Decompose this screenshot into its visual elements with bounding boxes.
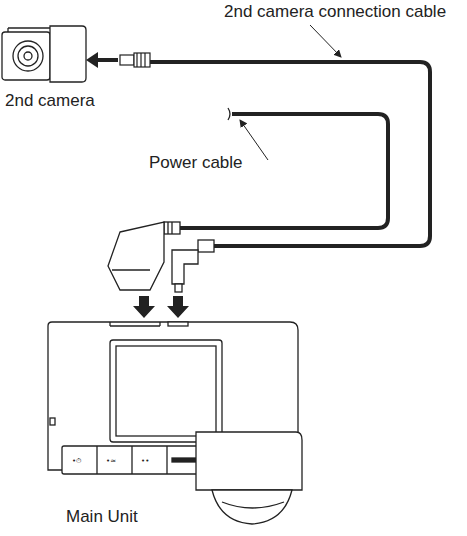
svg-text:••: •• — [141, 457, 149, 465]
svg-text:•≈: •≈ — [106, 457, 116, 465]
insert-arrow — [167, 296, 189, 318]
insert-arrow — [133, 296, 155, 318]
callout-label: 2nd camera connection cable — [222, 3, 448, 22]
power-connector — [108, 222, 180, 290]
leader-line — [310, 25, 341, 57]
insert-arrow — [86, 52, 118, 68]
main-unit — [48, 322, 302, 524]
part-name: 2nd camera — [3, 92, 97, 111]
part-name: Main Unit — [64, 508, 140, 527]
camera-connector — [172, 240, 214, 292]
camera-plug — [120, 53, 150, 67]
svg-text:•⏱: •⏱ — [72, 457, 82, 465]
callout-label: Power cable — [147, 154, 245, 173]
second-camera — [2, 26, 86, 82]
